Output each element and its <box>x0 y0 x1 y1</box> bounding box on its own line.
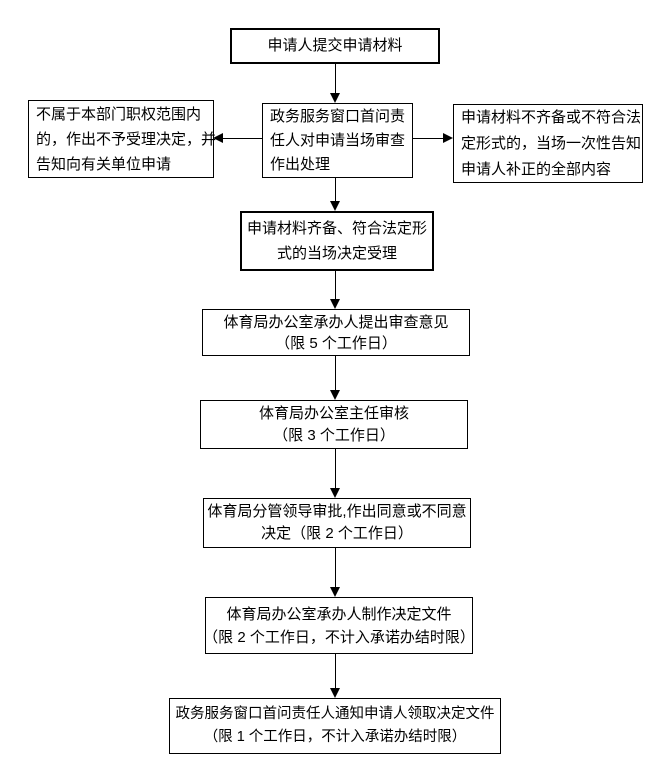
node-text-line: 体育局分管领导审批,作出同意或不同意 <box>207 503 467 520</box>
node-text-line: 告知向有关单位申请 <box>36 155 172 173</box>
node-reject-notice: 不属于本部门职权范围内 的，作出不予受理决定，并 告知向有关单位申请 <box>28 100 217 178</box>
node-text-line: （限 2 个工作日，不计入承诺办结时限） <box>203 628 475 646</box>
connector-document-to-notify <box>335 654 336 689</box>
node-text-line: 的，作出不予受理决定，并 <box>36 130 217 148</box>
connector-window-to-accept <box>335 178 336 203</box>
arrowhead-down-icon <box>330 93 340 103</box>
node-text-line: 申请材料不齐备或不符合法 <box>461 108 642 126</box>
arrowhead-down-icon <box>330 390 340 400</box>
node-text-line: 体育局办公室主任审核 <box>258 404 409 422</box>
node-text-line: 申请材料齐备、符合法定形 <box>246 220 427 237</box>
node-text-line: 政务服务窗口首问责任人通知申请人领取决定文件 <box>175 706 495 722</box>
connector-window-to-reject <box>223 138 262 139</box>
arrowhead-right-icon <box>443 133 453 143</box>
node-text-line: 体育局办公室承办人提出审查意见 <box>223 313 449 331</box>
node-text-line: 政务服务窗口首问责 <box>270 107 406 125</box>
arrowhead-left-icon <box>213 133 223 143</box>
node-text-line: 定形式的，当场一次性告知 <box>461 134 642 152</box>
connector-opinion-to-director <box>335 356 336 391</box>
connector-window-to-supplement <box>413 138 444 139</box>
node-submit-materials: 申请人提交申请材料 <box>230 28 440 64</box>
connector-leader-to-document <box>335 548 336 588</box>
connector-submit-to-window <box>335 64 336 95</box>
node-text-line: 任人对申请当场审查 <box>270 131 406 149</box>
arrowhead-down-icon <box>330 488 340 498</box>
node-accept-decision: 申请材料齐备、符合法定形 式的当场决定受理 <box>240 211 434 271</box>
node-supplement-notice: 申请材料不齐备或不符合法 定形式的，当场一次性告知 申请人补正的全部内容 <box>453 104 643 183</box>
node-text-line: 申请人提交申请材料 <box>267 37 403 54</box>
arrowhead-down-icon <box>330 688 340 698</box>
node-office-director-review: 体育局办公室主任审核 （限 3 个工作日） <box>200 400 468 449</box>
node-office-review-opinion: 体育局办公室承办人提出审查意见 （限 5 个工作日） <box>202 309 470 356</box>
node-text-line: （限 3 个工作日） <box>273 426 395 444</box>
arrowhead-down-icon <box>330 587 340 597</box>
connector-accept-to-opinion <box>335 271 336 300</box>
node-text-line: （限 5 个工作日） <box>275 334 397 352</box>
arrowhead-down-icon <box>330 201 340 211</box>
node-make-decision-document: 体育局办公室承办人制作决定文件 （限 2 个工作日，不计入承诺办结时限） <box>203 597 475 654</box>
node-text-line: 作出处理 <box>270 155 331 173</box>
node-text-line: 体育局办公室承办人制作决定文件 <box>226 605 452 623</box>
node-window-review: 政务服务窗口首问责 任人对申请当场审查 作出处理 <box>262 103 413 178</box>
node-text-line: 申请人补正的全部内容 <box>461 160 612 178</box>
arrowhead-down-icon <box>330 299 340 309</box>
node-text-line: （限 1 个工作日，不计入承诺办结时限） <box>203 729 467 745</box>
node-leader-approval: 体育局分管领导审批,作出同意或不同意 决定（限 2 个工作日） <box>203 498 471 548</box>
node-text-line: 不属于本部门职权范围内 <box>36 105 202 123</box>
node-text-line: 式的当场决定受理 <box>276 245 397 262</box>
connector-director-to-leader <box>335 449 336 489</box>
node-text-line: 决定（限 2 个工作日） <box>261 525 413 542</box>
node-notify-result: 政务服务窗口首问责任人通知申请人领取决定文件 （限 1 个工作日，不计入承诺办结… <box>169 698 501 754</box>
